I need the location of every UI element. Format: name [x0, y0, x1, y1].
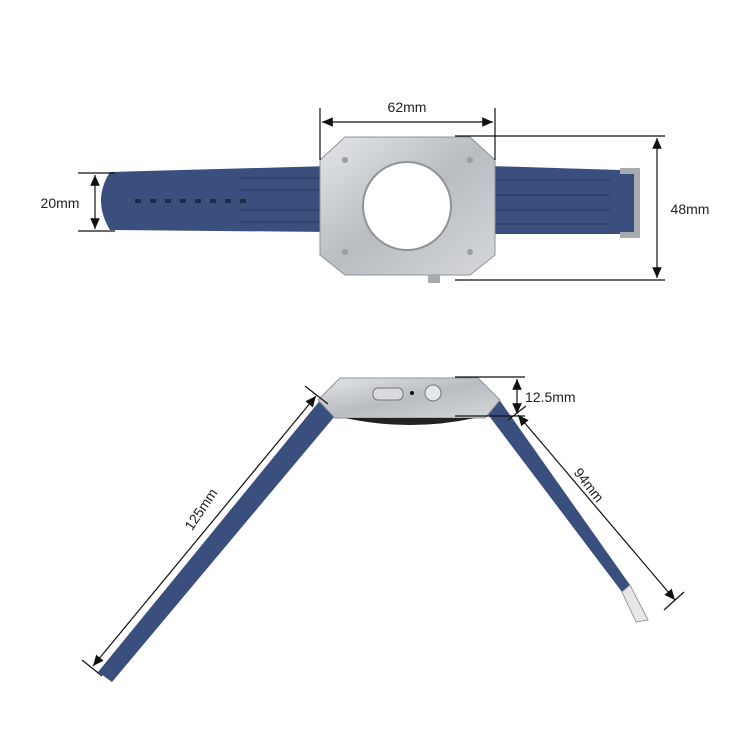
- buckle: [620, 168, 640, 238]
- dimension-62mm: 62mm: [319, 99, 496, 160]
- strap-right: [490, 166, 640, 234]
- side-view-watch: [98, 377, 649, 682]
- long-strap-label: 125mm: [181, 485, 220, 533]
- strap-width-label: 20mm: [41, 195, 80, 211]
- crown-side: [424, 384, 442, 402]
- height-label: 48mm: [671, 201, 710, 217]
- top-view-watch: [101, 136, 640, 283]
- dimension-125mm: 125mm: [81, 385, 329, 677]
- thickness-label: 12.5mm: [525, 389, 576, 405]
- width-label: 62mm: [388, 99, 427, 115]
- dimension-48mm: 48mm: [455, 135, 710, 281]
- dimension-94mm: 94mm: [507, 405, 685, 611]
- side-button: [372, 387, 404, 401]
- case-screen-opening: [362, 161, 452, 251]
- long-strap: [98, 398, 340, 682]
- strap-holes: [135, 199, 246, 203]
- crown: [428, 275, 440, 283]
- dimension-20mm: 20mm: [41, 172, 115, 232]
- watch-case-side: [317, 377, 501, 419]
- short-strap: [480, 398, 648, 622]
